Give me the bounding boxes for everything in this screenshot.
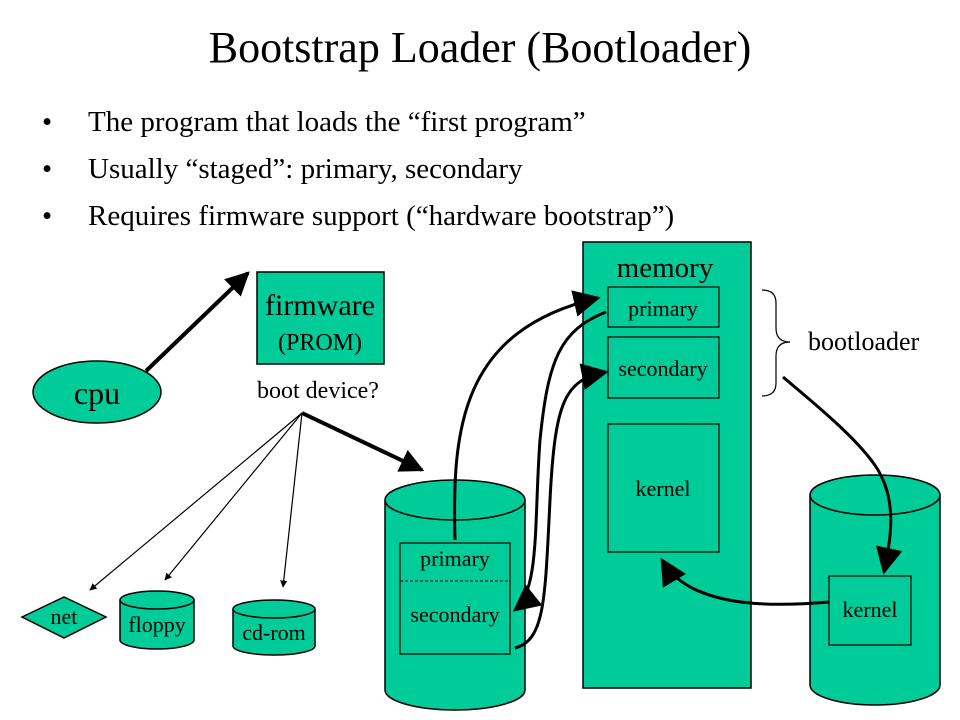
cdrom-cylinder-top (232, 599, 316, 619)
bullet-item: • Requires firmware support (“hardware bo… (42, 198, 674, 234)
cdrom-label: cd-rom (242, 620, 306, 645)
memory-primary-label: primary (628, 296, 698, 321)
bullet-text: The program that loads the “first progra… (88, 106, 586, 138)
floppy-cylinder-top (119, 590, 195, 610)
kernel-disk-top (809, 474, 941, 516)
kernel-disk-box (828, 575, 912, 646)
memory-node: memory primary secondary kernel (582, 241, 752, 689)
memory-primary-box (607, 286, 720, 328)
memory-title: memory (617, 252, 714, 284)
cpu-ellipse (32, 360, 162, 424)
cpu-node: cpu (32, 360, 162, 424)
arrow-disk-secondary-to-memory (514, 363, 609, 650)
cpu-label: cpu (74, 375, 120, 411)
firmware-box (256, 271, 385, 365)
firmware-label: firmware (265, 289, 375, 322)
arrow-to-disk (301, 411, 425, 472)
bullet-text: Requires firmware support (“hardware boo… (88, 200, 675, 232)
cdrom-cylinder-body (232, 609, 316, 656)
memory-kernel-label: kernel (636, 476, 691, 501)
bullet-item: • The program that loads the “first progr… (42, 104, 674, 140)
bullet-text: Usually “staged”: primary, secondary (88, 153, 523, 185)
memory-kernel-box (607, 423, 720, 553)
cpu-to-firmware-arrow (144, 271, 250, 373)
kernel-disk-label: kernel (843, 597, 898, 622)
arrow-bootloader-to-kernel-disk (782, 375, 903, 575)
firmware-sublabel: (PROM) (278, 330, 362, 356)
arrow-disk-primary-to-memory (453, 290, 601, 541)
net-node: net (20, 596, 108, 639)
floppy-cylinder-body (119, 600, 195, 650)
kernel-disk-node: kernel (809, 474, 941, 706)
floppy-node: floppy (119, 590, 195, 650)
arrow-kernel-to-memory (660, 557, 830, 606)
disk-partition-box (399, 542, 511, 655)
bullet-dot-icon: • (42, 153, 53, 185)
arrow-to-floppy (164, 412, 303, 581)
memory-secondary-label: secondary (618, 356, 707, 381)
boot-device-label: boot device? (257, 378, 379, 404)
bootloader-label: bootloader (808, 327, 920, 356)
floppy-label: floppy (128, 612, 185, 637)
net-label: net (51, 604, 78, 629)
bullet-item: • Usually “staged”: primary, secondary (42, 151, 674, 187)
slide-title: Bootstrap Loader (Bootloader) (208, 23, 752, 72)
bullet-dot-icon: • (42, 106, 53, 138)
arrow-to-cdrom (280, 412, 303, 588)
bullet-dot-icon: • (42, 200, 53, 232)
net-diamond (20, 596, 108, 639)
firmware-node: firmware (PROM) (256, 271, 385, 365)
cdrom-node: cd-rom (232, 599, 316, 656)
bullet-list: • The program that loads the “first progr… (42, 104, 674, 245)
disk-primary-label: primary (420, 546, 490, 571)
disk-secondary-label: secondary (410, 602, 499, 627)
arrow-to-net (89, 412, 303, 591)
arrow-primary-loads-secondary (512, 310, 607, 612)
bootloader-brace (761, 289, 791, 397)
